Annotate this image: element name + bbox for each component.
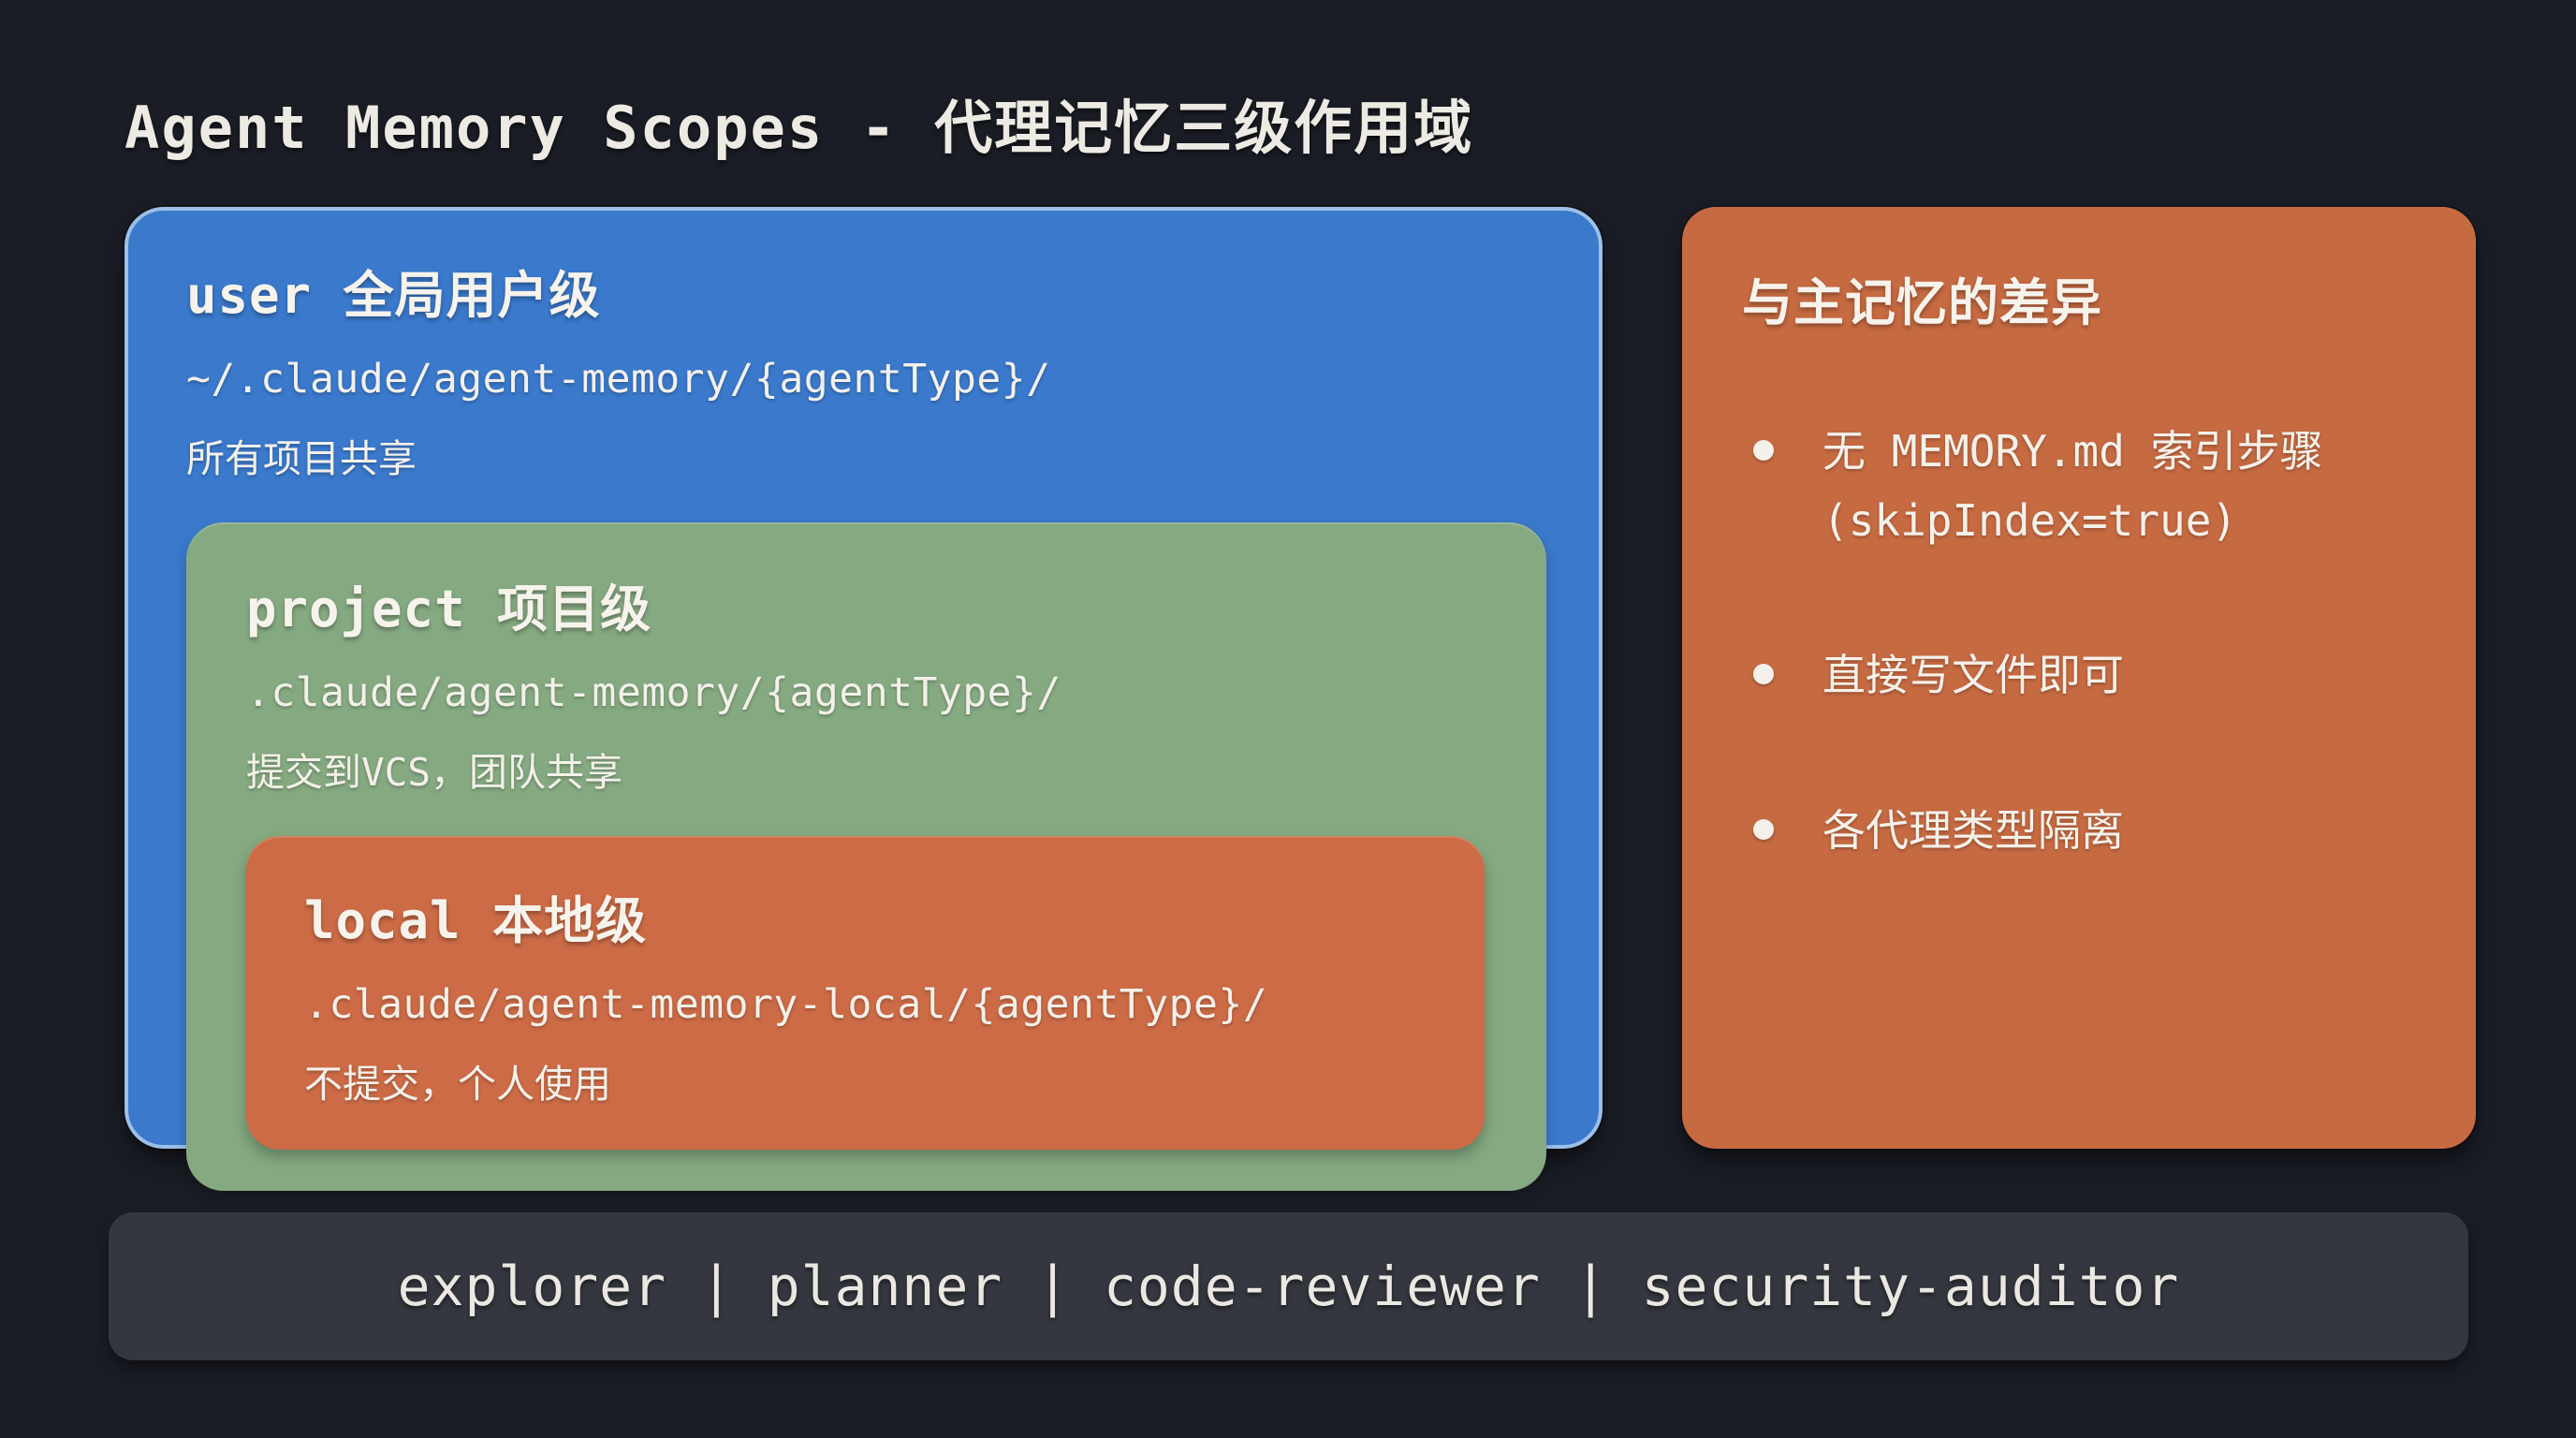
user-scope-path: ~/.claude/agent-memory/{agentType}/: [186, 356, 1051, 403]
project-scope-note: 提交到VCS，团队共享: [246, 750, 623, 795]
list-item: 直接写文件即可: [1742, 641, 2429, 711]
agent-types-bar: explorer | planner | code-reviewer | sec…: [109, 1212, 2468, 1360]
scope-box-project: project 项目级 .claude/agent-memory/{agentT…: [186, 522, 1546, 1191]
differences-title: 与主记忆的差异: [1742, 273, 2102, 332]
bullet-text: 无 MEMORY.md 索引步骤: [1822, 426, 2323, 477]
page-title: Agent Memory Scopes - 代理记忆三级作用域: [124, 94, 1474, 162]
scope-box-user: user 全局用户级 ~/.claude/agent-memory/{agent…: [124, 207, 1603, 1191]
list-item: 各代理类型隔离: [1742, 797, 2429, 866]
bullet-text: 各代理类型隔离: [1822, 804, 2124, 856]
list-item: 无 MEMORY.md 索引步骤 (skipIndex=true): [1742, 418, 2429, 555]
scope-box-local: local 本地级 .claude/agent-memory-local/{ag…: [246, 836, 1485, 1150]
differences-panel: 与主记忆的差异 无 MEMORY.md 索引步骤 (skipIndex=true…: [1682, 207, 2476, 1149]
local-scope-heading: local 本地级: [304, 891, 648, 950]
bullet-dot-icon: [1753, 440, 1774, 461]
local-scope-note: 不提交，个人使用: [304, 1062, 611, 1107]
bullet-dot-icon: [1753, 664, 1774, 685]
project-scope-path: .claude/agent-memory/{agentType}/: [246, 669, 1061, 716]
differences-list: 无 MEMORY.md 索引步骤 (skipIndex=true) 直接写文件即…: [1742, 418, 2429, 865]
project-scope-heading: project 项目级: [246, 580, 652, 638]
bullet-text-secondary: (skipIndex=true): [1822, 494, 2238, 546]
user-scope-note: 所有项目共享: [186, 436, 417, 481]
bullet-dot-icon: [1753, 818, 1774, 840]
user-scope-heading: user 全局用户级: [186, 266, 601, 325]
agent-types-text: explorer | planner | code-reviewer | sec…: [397, 1255, 2180, 1318]
local-scope-path: .claude/agent-memory-local/{agentType}/: [304, 981, 1268, 1028]
bullet-text: 直接写文件即可: [1822, 650, 2124, 701]
